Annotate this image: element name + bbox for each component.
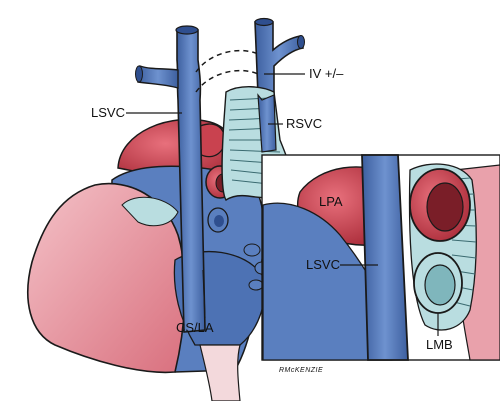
- right-ventricle-shape: [27, 182, 186, 374]
- label-iv: IV +/–: [309, 66, 344, 81]
- epicardial-tissue: [121, 196, 179, 227]
- artist-signature: RMcKENZIE: [279, 367, 323, 374]
- leader-lines: [126, 73, 439, 336]
- label-lpa: LPA: [319, 194, 343, 209]
- label-lsvc-inset: LSVC: [306, 257, 340, 272]
- innominate-vein-dashed: [195, 49, 259, 73]
- label-lmb: LMB: [426, 337, 453, 352]
- inset-lsvc-vessel: [361, 154, 409, 361]
- descending-vessel: [199, 344, 241, 402]
- lsvc-left-branch: [137, 65, 179, 89]
- label-cs-la: CS/LA: [176, 320, 214, 335]
- inset-view: [261, 154, 500, 361]
- label-lsvc-main: LSVC: [91, 105, 125, 120]
- label-rsvc: RSVC: [286, 116, 322, 131]
- main-heart-view: [27, 17, 305, 402]
